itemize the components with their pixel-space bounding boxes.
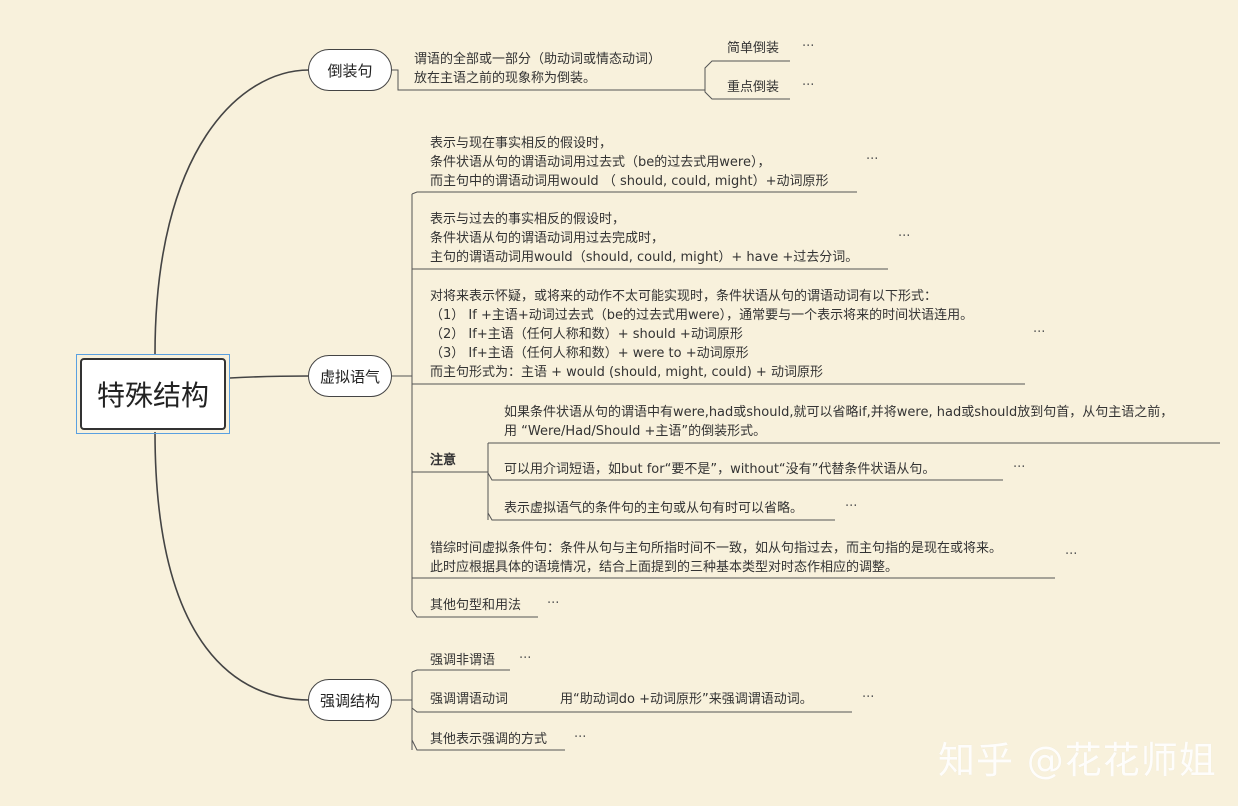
zhihu-watermark: 知乎 @花花师姐 bbox=[938, 739, 1217, 782]
subjunctive-other[interactable]: 其他句型和用法 bbox=[430, 598, 522, 613]
subjunctive-other-more-icon[interactable]: ··· bbox=[547, 596, 560, 611]
subjunctive-mixed-time-more-icon[interactable]: ··· bbox=[1065, 547, 1078, 562]
inversion-key-more-icon[interactable]: ··· bbox=[802, 78, 815, 93]
subjunctive-past[interactable]: 表示与过去的事实相反的假设时， 条件状语从句的谓语动词用过去完成时， 主句的谓语… bbox=[430, 212, 859, 265]
branch-emphasis[interactable]: 强调结构 bbox=[308, 679, 392, 721]
emphasis-other-more-icon[interactable]: ··· bbox=[574, 730, 587, 745]
branch-inversion[interactable]: 倒装句 bbox=[308, 49, 392, 91]
root-node[interactable]: 特殊结构 bbox=[80, 358, 226, 430]
emphasis-other[interactable]: 其他表示强调的方式 bbox=[430, 732, 548, 747]
note-omit-if[interactable]: 如果条件状语从句的谓语中有were,had或should,就可以省略if,并将w… bbox=[504, 405, 1174, 439]
emphasis-non-predicate[interactable]: 强调非谓语 bbox=[430, 653, 496, 668]
note-but-for[interactable]: 可以用介词短语，如but for“要不是”，without“没有”代替条件状语从… bbox=[504, 462, 936, 477]
branch-subjunctive[interactable]: 虚拟语气 bbox=[308, 355, 392, 397]
inversion-simple[interactable]: 简单倒装 bbox=[727, 41, 780, 56]
root-node-selection[interactable]: 特殊结构 bbox=[76, 354, 230, 434]
connector-root-inversion bbox=[154, 69, 310, 355]
inversion-simple-more-icon[interactable]: ··· bbox=[802, 39, 815, 54]
connector-root-subjunctive bbox=[229, 375, 310, 379]
note-but-for-more-icon[interactable]: ··· bbox=[1013, 460, 1026, 475]
connector-root-emphasis bbox=[154, 431, 310, 701]
subjunctive-mixed-time[interactable]: 错综时间虚拟条件句：条件从句与主句所指时间不一致，如从句指过去，而主句指的是现在… bbox=[430, 541, 1003, 575]
emphasis-predicate-desc[interactable]: 用“助动词do +动词原形”来强调谓语动词。 bbox=[560, 692, 813, 707]
inversion-key[interactable]: 重点倒装 bbox=[727, 80, 780, 95]
emphasis-predicate-more-icon[interactable]: ··· bbox=[862, 690, 875, 705]
subjunctive-note-label[interactable]: 注意 bbox=[430, 453, 457, 468]
subjunctive-present-more-icon[interactable]: ··· bbox=[866, 152, 879, 167]
note-omission[interactable]: 表示虚拟语气的条件句的主句或从句有时可以省略。 bbox=[504, 501, 804, 516]
subjunctive-past-more-icon[interactable]: ··· bbox=[898, 229, 911, 244]
note-omission-more-icon[interactable]: ··· bbox=[845, 499, 858, 514]
subjunctive-future-more-icon[interactable]: ··· bbox=[1033, 325, 1046, 340]
subjunctive-future[interactable]: 对将来表示怀疑，或将来的动作不太可能实现时，条件状语从句的谓语动词有以下形式： … bbox=[430, 289, 974, 380]
subjunctive-present[interactable]: 表示与现在事实相反的假设时， 条件状语从句的谓语动词用过去式（be的过去式用we… bbox=[430, 136, 829, 189]
emphasis-predicate[interactable]: 强调谓语动词 bbox=[430, 692, 509, 707]
inversion-description: 谓语的全部或一部分（助动词或情态动词） 放在主语之前的现象称为倒装。 bbox=[414, 52, 662, 86]
emphasis-non-predicate-more-icon[interactable]: ··· bbox=[519, 651, 532, 666]
